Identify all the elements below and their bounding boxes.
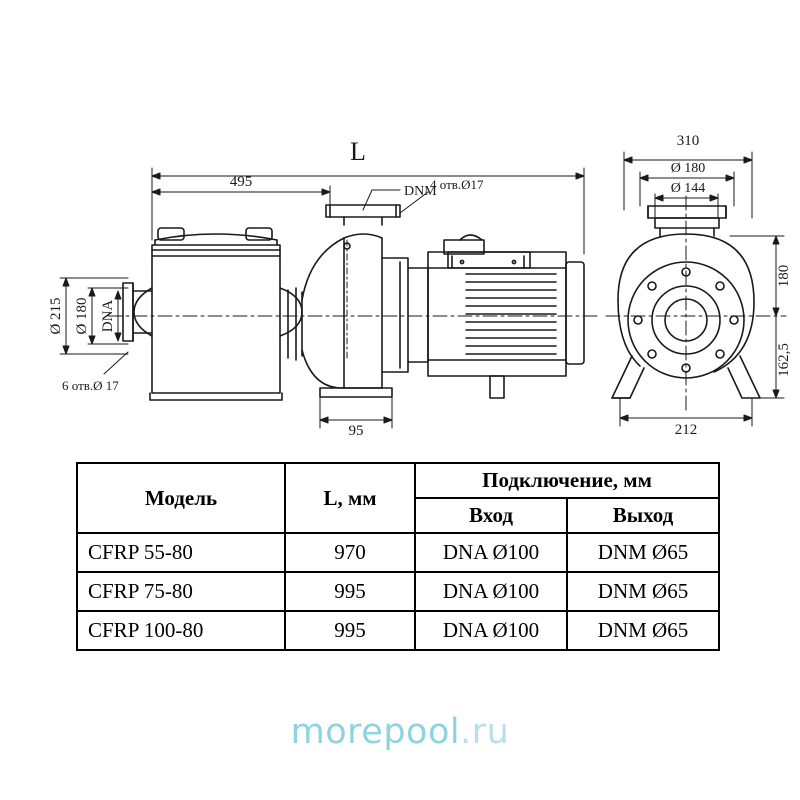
suction-flange <box>122 282 153 342</box>
dim-4-holes: 4 отв.Ø17 <box>430 177 484 192</box>
dimension-lines <box>59 151 785 429</box>
cell-model: CFRP 100-80 <box>76 610 286 651</box>
dim-diam-144: Ø 144 <box>671 181 706 196</box>
header-model: Модель <box>76 462 286 534</box>
cell-outlet: DNM Ø65 <box>566 610 720 651</box>
dim-diam-215: Ø 215 <box>48 297 64 334</box>
header-outlet: Выход <box>566 497 720 534</box>
dim-dnm-label: DNM <box>404 184 437 199</box>
dim-diam-180-left: Ø 180 <box>74 297 90 334</box>
cell-length: 970 <box>284 532 416 573</box>
dim-diam-180-top: Ø 180 <box>671 161 706 176</box>
centerline <box>107 195 787 411</box>
header-length: L, мм <box>284 462 416 534</box>
watermark-ru: .ru <box>460 712 510 752</box>
site-watermark: morepool.ru <box>0 712 800 752</box>
cell-length: 995 <box>284 571 416 612</box>
dim-dna-label: DNA <box>100 300 116 333</box>
table-subheader-row: Вход Выход <box>77 497 720 534</box>
dim-310: 310 <box>677 133 700 149</box>
strainer-body <box>149 227 283 401</box>
header-connection: Подключение, мм <box>414 462 720 499</box>
cell-length: 995 <box>284 610 416 651</box>
table-row: CFRP 100-80 995 DNA Ø100 DNM Ø65 <box>76 610 720 651</box>
table-header-row: Модель L, мм Подключение, мм <box>76 462 720 534</box>
watermark-pool: pool <box>383 712 461 752</box>
motor-adapter <box>381 257 429 373</box>
dim-212: 212 <box>675 422 698 438</box>
cell-inlet: DNA Ø100 <box>414 532 568 573</box>
dim-overall-length-symbol: L <box>350 137 366 166</box>
table-row: CFRP 55-80 970 DNA Ø100 DNM Ø65 <box>76 532 720 573</box>
cell-inlet: DNA Ø100 <box>414 610 568 651</box>
watermark-more: more <box>290 712 384 752</box>
specifications-table: Модель L, мм Подключение, мм Вход Выход … <box>76 462 720 651</box>
dim-height-162-5: 162,5 <box>776 343 792 377</box>
dim-height-180: 180 <box>776 265 792 288</box>
cell-outlet: DNM Ø65 <box>566 571 720 612</box>
dim-95: 95 <box>349 423 364 439</box>
motor-body <box>427 234 585 399</box>
dim-6-holes: 6 отв.Ø 17 <box>62 378 119 393</box>
cell-model: CFRP 55-80 <box>76 532 286 573</box>
dim-495: 495 <box>230 174 253 190</box>
strainer-outlet <box>279 287 303 361</box>
strainer-bulge-left <box>133 287 153 337</box>
cell-model: CFRP 75-80 <box>76 571 286 612</box>
header-inlet: Вход <box>414 497 568 534</box>
pump-volute <box>301 204 401 398</box>
table-row: CFRP 75-80 995 DNA Ø100 DNM Ø65 <box>76 571 720 612</box>
cell-outlet: DNM Ø65 <box>566 532 720 573</box>
cell-inlet: DNA Ø100 <box>414 571 568 612</box>
